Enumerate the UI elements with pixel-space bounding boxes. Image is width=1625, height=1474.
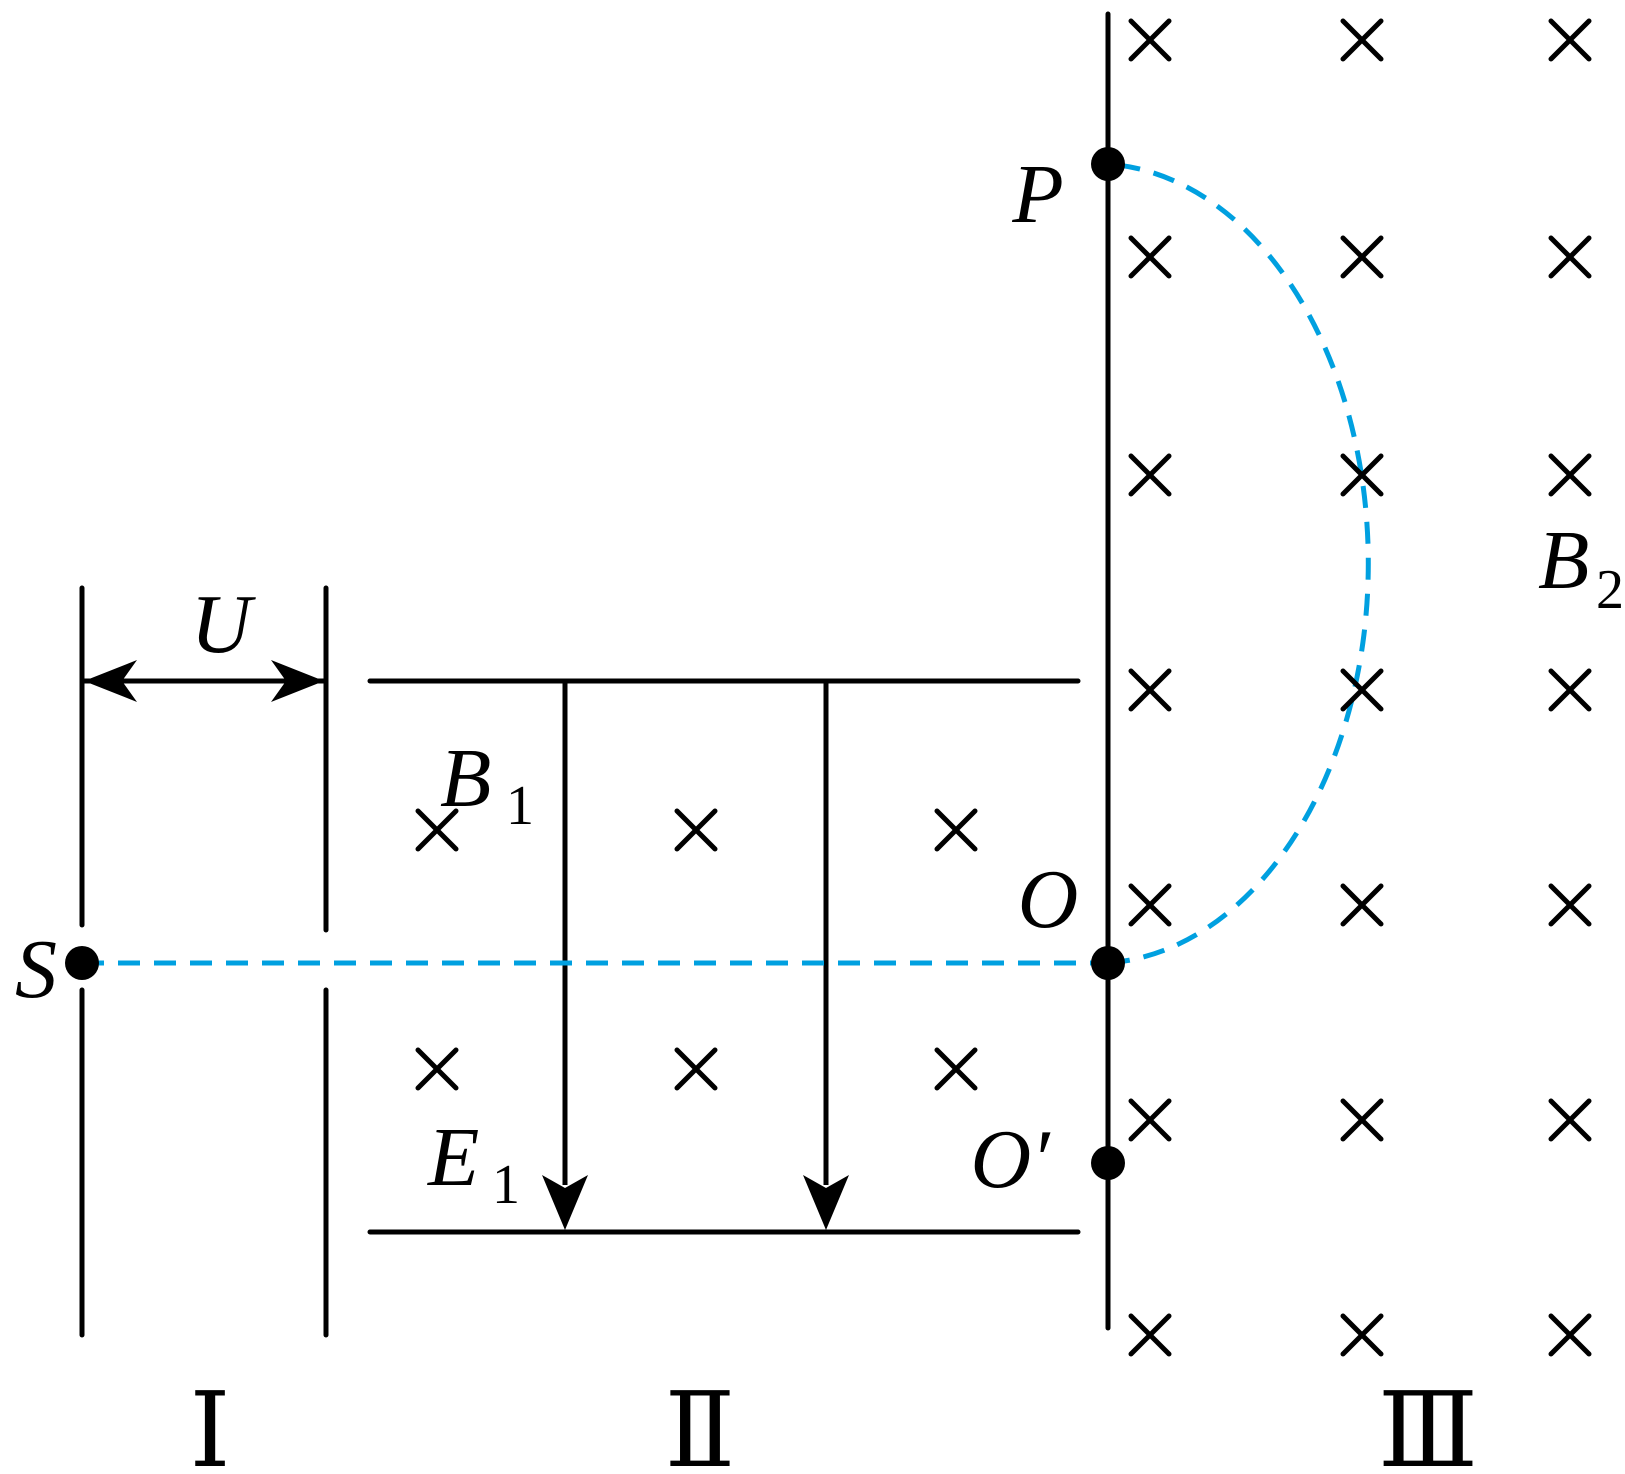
cross-mark-icon xyxy=(1128,1098,1172,1142)
cross-mark-icon xyxy=(1548,1098,1592,1142)
label-B1: B 1 xyxy=(440,732,534,837)
point-O-prime xyxy=(1091,1146,1125,1180)
cross-mark-icon xyxy=(1340,668,1384,712)
voltage-label: U xyxy=(191,578,257,671)
cross-mark-icon xyxy=(1548,1313,1592,1357)
cross-mark-icon xyxy=(1340,883,1384,927)
cross-mark-icon xyxy=(1548,453,1592,497)
cross-mark-icon xyxy=(1128,453,1172,497)
cross-mark-icon xyxy=(674,808,718,852)
label-B2: B 2 xyxy=(1538,514,1624,621)
svg-text:1: 1 xyxy=(492,1154,520,1216)
label-E1: E 1 xyxy=(427,1111,520,1216)
cross-mark-icon xyxy=(415,1047,459,1091)
cross-mark-icon xyxy=(1128,235,1172,279)
cross-mark-icon xyxy=(1548,235,1592,279)
cross-mark-icon xyxy=(1128,668,1172,712)
region-I-label: Ⅰ xyxy=(189,1374,230,1474)
svg-text:E: E xyxy=(427,1111,479,1204)
cross-mark-icon xyxy=(415,808,459,852)
cross-mark-icon xyxy=(1548,18,1592,62)
cross-mark-icon xyxy=(1128,1313,1172,1357)
cross-mark-icon xyxy=(934,1047,978,1091)
label-O-prime: O′ xyxy=(970,1113,1051,1206)
svg-text:B: B xyxy=(1538,514,1589,607)
point-P xyxy=(1091,147,1125,181)
cross-mark-icon xyxy=(1340,235,1384,279)
label-P: P xyxy=(1011,148,1063,241)
magnetic-field-crosses xyxy=(415,18,1592,1357)
cross-mark-icon xyxy=(1340,1313,1384,1357)
cross-mark-icon xyxy=(1548,883,1592,927)
cross-mark-icon xyxy=(1340,18,1384,62)
cross-mark-icon xyxy=(934,808,978,852)
region-III-label: Ⅲ xyxy=(1378,1374,1478,1474)
svg-text:1: 1 xyxy=(506,775,534,837)
point-S xyxy=(65,946,99,980)
point-O xyxy=(1091,946,1125,980)
cross-mark-icon xyxy=(1128,883,1172,927)
svg-text:B: B xyxy=(440,732,491,825)
label-S: S xyxy=(15,923,57,1016)
cross-mark-icon xyxy=(1548,668,1592,712)
voltage-arrow xyxy=(84,660,324,702)
electric-field-arrow-2 xyxy=(803,683,849,1230)
electric-field-arrow-1 xyxy=(542,683,588,1230)
region-II-label: Ⅱ xyxy=(665,1374,736,1474)
cross-mark-icon xyxy=(1340,453,1384,497)
trajectory-semicircle xyxy=(1107,161,1371,966)
cross-mark-icon xyxy=(674,1047,718,1091)
cross-mark-icon xyxy=(1340,1098,1384,1142)
label-O: O xyxy=(1018,853,1079,946)
cross-mark-icon xyxy=(1128,18,1172,62)
svg-text:2: 2 xyxy=(1596,559,1624,621)
